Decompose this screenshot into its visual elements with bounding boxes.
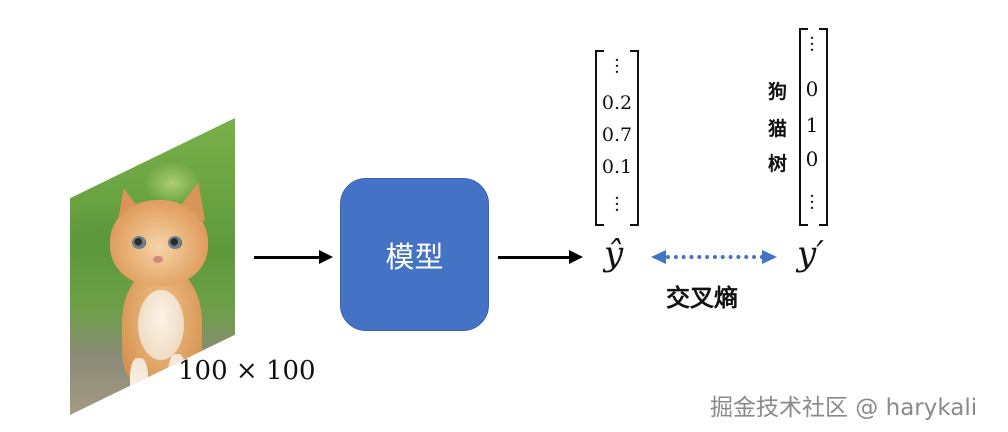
output-arrow-line [498,256,570,259]
watermark: 掘金技术社区 @ harykali [710,395,978,421]
cat-nose [153,256,163,263]
cross-entropy-label: 交叉熵 [666,284,738,312]
target-bracket-right [819,28,828,226]
model-box: 模型 [340,178,489,331]
target-vdots-bottom: ··· [809,186,815,219]
cross-entropy-arrow-head-right [762,250,777,264]
class-label-dog: 狗 [768,81,788,103]
cat-leg-left [130,358,148,404]
target-value: 0 [805,147,819,171]
target-symbol: y′ [797,234,824,274]
prediction-value: 0.1 [601,156,633,178]
cat-chest [138,290,184,360]
prediction-value: 0.2 [601,92,633,114]
target-bracket-left [799,28,808,226]
model-label: 模型 [385,239,444,274]
input-arrow-head [319,250,333,264]
output-arrow-head [569,250,583,264]
prediction-vdots-top: ··· [614,50,620,83]
prediction-bracket-left [595,50,604,226]
target-value: 1 [805,113,819,137]
prediction-bracket-right [630,50,639,226]
input-arrow-line [254,256,320,259]
input-size-label: 100 × 100 [178,356,316,386]
cat-eye-right [168,236,182,249]
cross-entropy-arrow-line [666,255,764,259]
cat-eye-left [132,236,146,249]
target-vdots-top: ··· [809,28,815,61]
cross-entropy-arrow-head-left [651,250,666,264]
cat-head [110,200,208,286]
class-label-cat: 猫 [768,118,788,140]
class-label-tree: 树 [768,153,788,175]
prediction-symbol: ŷ [604,234,624,274]
prediction-vdots-bottom: ··· [614,188,620,221]
prediction-value: 0.7 [601,124,633,146]
target-value: 0 [805,77,819,101]
